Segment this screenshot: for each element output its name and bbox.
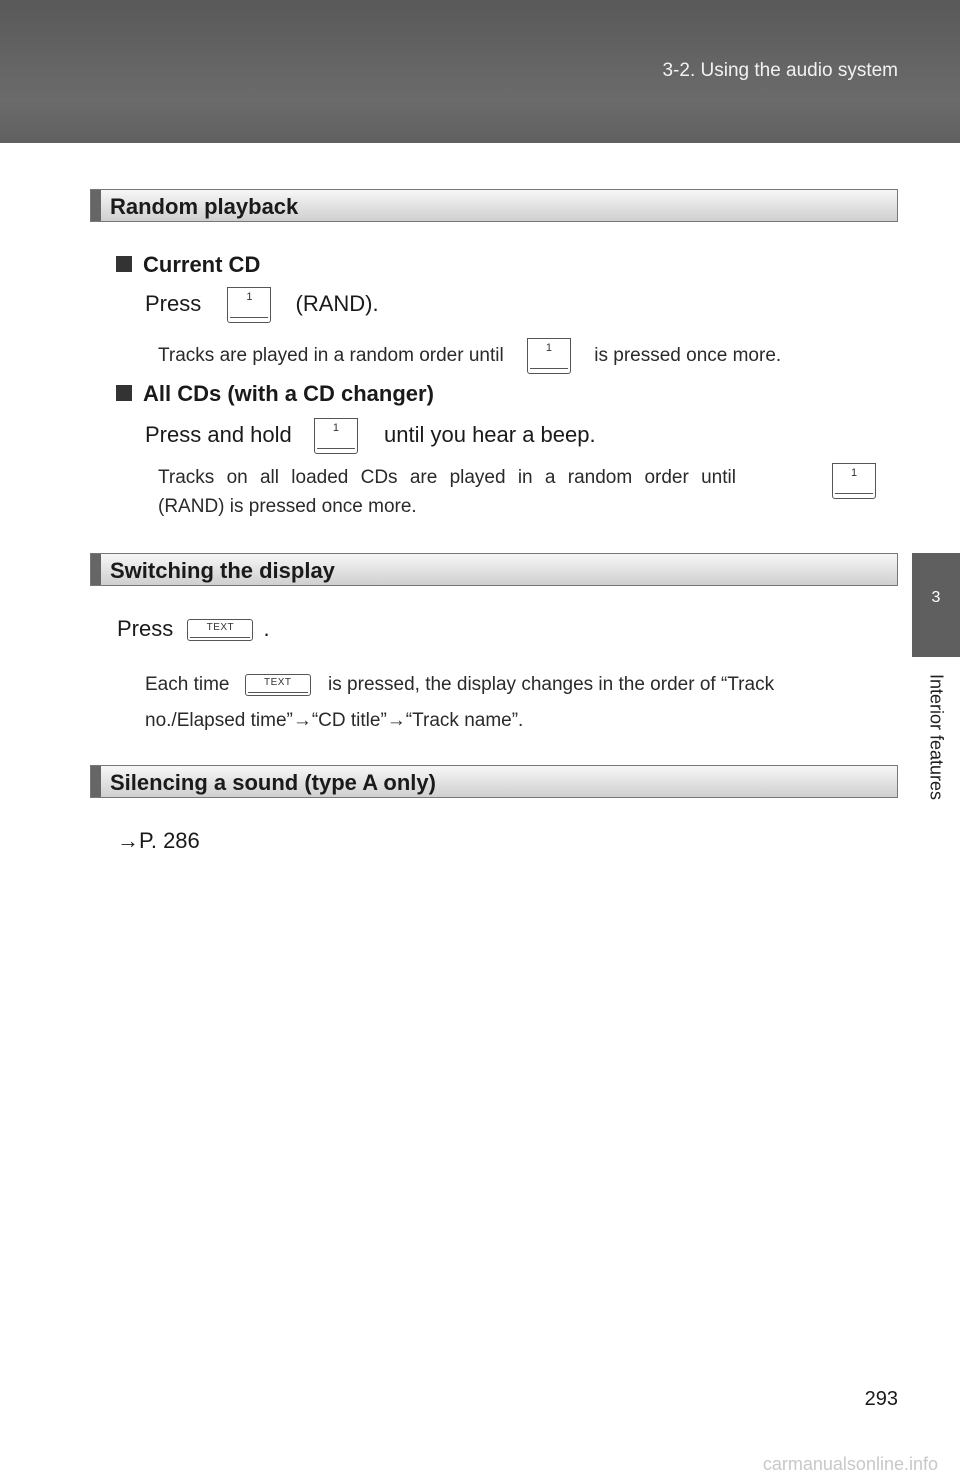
chapter-tab[interactable]: 3 — [912, 553, 960, 657]
page-reference-link[interactable]: →P. 286 — [117, 828, 200, 853]
instruction-text: Press and hold — [145, 421, 292, 447]
text-button-icon: TEXT — [244, 674, 311, 696]
switching-display-instruction: Press TEXT . — [117, 616, 270, 642]
section-heading-silencing: Silencing a sound (type A only) — [90, 765, 898, 798]
section-title: Silencing a sound (type A only) — [110, 770, 436, 795]
chapter-label: Interior features — [926, 673, 947, 801]
text-button-icon: TEXT — [187, 619, 254, 642]
all-cds-note-line-1: Tracks on all loaded CDs are played in a… — [158, 467, 736, 488]
preset-1-button-icon: 1 — [313, 418, 358, 454]
key-label: 1 — [850, 467, 858, 479]
subheading-text: Current CD — [143, 252, 261, 277]
switching-display-note-line-2: no./Elapsed time”→“CD title”→“Track name… — [145, 710, 524, 731]
note-text: is pressed, the display changes in the o… — [328, 674, 775, 696]
subheading-current-cd: Current CD — [116, 252, 260, 278]
square-bullet-icon — [116, 256, 132, 272]
instruction-text: Press — [117, 616, 174, 641]
page-number: 293 — [864, 1388, 898, 1410]
key-label: 1 — [545, 342, 553, 354]
section-title: Switching the display — [110, 558, 335, 583]
key-label: TEXT — [263, 677, 292, 688]
all-cds-instruction: Press and hold 1 until you hear a beep. — [145, 418, 596, 454]
subheading-text: All CDs (with a CD changer) — [143, 381, 434, 406]
current-cd-instruction: Press 1 (RAND). — [145, 287, 379, 323]
watermark: carmanualsonline.info — [762, 1454, 938, 1474]
square-bullet-icon — [116, 385, 132, 401]
instruction-text: . — [263, 616, 270, 641]
section-heading-switching-display: Switching the display — [90, 553, 898, 586]
key-label: TEXT — [206, 622, 235, 634]
note-text: is pressed once more. — [594, 345, 782, 367]
page-header: 3-2. Using the audio system — [0, 0, 960, 143]
preset-1-button-icon: 1 — [832, 463, 876, 499]
section-title: Random playback — [110, 194, 299, 219]
preset-1-button-icon: 1 — [526, 338, 571, 374]
chapter-number: 3 — [931, 589, 941, 606]
all-cds-note-line-2: (RAND) is pressed once more. — [158, 496, 417, 517]
switching-display-note-line-1: Each time TEXT is pressed, the display c… — [145, 674, 774, 696]
preset-1-button-icon: 1 — [227, 287, 272, 323]
header-title: 3-2. Using the audio system — [662, 60, 898, 81]
instruction-text: (RAND). — [295, 290, 379, 316]
instruction-text: until you hear a beep. — [384, 421, 596, 447]
current-cd-note: Tracks are played in a random order unti… — [158, 338, 781, 374]
subheading-all-cds: All CDs (with a CD changer) — [116, 381, 434, 407]
section-heading-random-playback: Random playback — [90, 189, 898, 222]
key-label: 1 — [246, 291, 253, 303]
note-text: Each time — [145, 674, 230, 696]
note-text: Tracks are played in a random order unti… — [158, 345, 504, 367]
instruction-text: Press — [145, 290, 202, 316]
key-label: 1 — [332, 422, 339, 434]
